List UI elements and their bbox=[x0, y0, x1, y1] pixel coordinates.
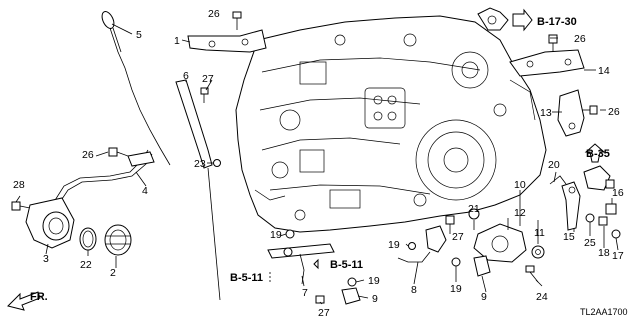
arrow-b-5-11-center bbox=[313, 258, 319, 270]
bolt-26-right[interactable] bbox=[582, 105, 598, 115]
transmission-housing bbox=[235, 15, 547, 233]
callout-7[interactable]: 7 bbox=[302, 287, 308, 299]
ref-label-b-5-11-center[interactable]: B-5-11 bbox=[330, 259, 363, 271]
bolt-26-upper-right[interactable] bbox=[548, 34, 558, 52]
washer-21[interactable] bbox=[468, 208, 480, 220]
callout-9-right[interactable]: 9 bbox=[481, 291, 487, 303]
callout-26-left[interactable]: 26 bbox=[82, 149, 94, 161]
filter-housing[interactable] bbox=[25, 197, 75, 249]
ref-label-b-17-30[interactable]: B-17-30 bbox=[537, 16, 577, 28]
pipe-7[interactable] bbox=[267, 243, 335, 285]
callout-10[interactable]: 10 bbox=[514, 179, 526, 191]
callout-27-bottom[interactable]: 27 bbox=[318, 307, 330, 319]
callout-26-upper-right[interactable]: 26 bbox=[574, 33, 586, 45]
washer-25[interactable] bbox=[585, 213, 595, 223]
clip-16[interactable] bbox=[605, 203, 617, 215]
arrow-b-17-30 bbox=[512, 8, 533, 32]
callout-19-left[interactable]: 19 bbox=[270, 229, 282, 241]
callout-24[interactable]: 24 bbox=[536, 291, 548, 303]
bolt-24[interactable] bbox=[525, 265, 539, 283]
lever-15[interactable] bbox=[561, 181, 581, 231]
plug-9-right[interactable] bbox=[473, 255, 491, 277]
callout-15[interactable]: 15 bbox=[563, 231, 575, 243]
callout-13[interactable]: 13 bbox=[540, 107, 552, 119]
dipstick[interactable] bbox=[100, 10, 171, 166]
bolt-26-top[interactable] bbox=[232, 11, 242, 30]
washer-19-left[interactable] bbox=[285, 229, 295, 239]
callout-26-top[interactable]: 26 bbox=[208, 8, 220, 20]
washer-23[interactable] bbox=[213, 159, 221, 167]
bolt-26-left[interactable] bbox=[108, 147, 129, 157]
leader-lines bbox=[15, 23, 619, 305]
clip-b-17-30[interactable] bbox=[477, 7, 509, 31]
ref-label-b-35[interactable]: B-35 bbox=[586, 148, 610, 160]
plug-9-bottom[interactable] bbox=[341, 287, 361, 305]
callout-21[interactable]: 21 bbox=[468, 203, 480, 215]
callout-5[interactable]: 5 bbox=[136, 29, 142, 41]
callout-26-right[interactable]: 26 bbox=[608, 106, 620, 118]
ref-label-b-5-11-left[interactable]: B-5-11 bbox=[230, 272, 263, 284]
pin-20[interactable] bbox=[549, 175, 567, 185]
callout-3[interactable]: 3 bbox=[43, 253, 49, 265]
diagram-code: TL2AA1700 bbox=[580, 307, 628, 317]
o-ring[interactable] bbox=[79, 227, 97, 251]
washer-19-low[interactable] bbox=[347, 277, 357, 287]
callout-9-bottom[interactable]: 9 bbox=[372, 293, 378, 305]
callout-6[interactable]: 6 bbox=[183, 70, 189, 82]
callout-18[interactable]: 18 bbox=[598, 247, 610, 259]
callout-27-left[interactable]: 27 bbox=[202, 73, 214, 85]
nut-18[interactable] bbox=[598, 216, 608, 226]
bolt-27-bottom[interactable] bbox=[315, 295, 325, 304]
bracket-8[interactable] bbox=[397, 225, 447, 263]
bolt-28[interactable] bbox=[11, 201, 31, 211]
nut-11[interactable] bbox=[531, 245, 545, 259]
callout-25[interactable]: 25 bbox=[584, 237, 596, 249]
washer-19-center[interactable] bbox=[408, 242, 416, 250]
callout-4[interactable]: 4 bbox=[142, 185, 148, 197]
callout-19-low[interactable]: 19 bbox=[368, 275, 380, 287]
filter-cartridge[interactable] bbox=[104, 224, 132, 256]
callout-19-center[interactable]: 19 bbox=[388, 239, 400, 251]
callout-8[interactable]: 8 bbox=[411, 284, 417, 296]
pipe-assembly-4[interactable] bbox=[51, 149, 155, 209]
washer-17[interactable] bbox=[611, 229, 621, 239]
callout-28[interactable]: 28 bbox=[13, 179, 25, 191]
callout-16[interactable]: 16 bbox=[612, 187, 624, 199]
callout-19-right[interactable]: 19 bbox=[450, 283, 462, 295]
bolt-27-center[interactable] bbox=[445, 215, 455, 225]
callout-12[interactable]: 12 bbox=[514, 207, 526, 219]
arrow-b-35 bbox=[584, 143, 606, 163]
bracket-1[interactable] bbox=[187, 29, 267, 53]
callout-1[interactable]: 1 bbox=[174, 35, 180, 47]
callout-22[interactable]: 22 bbox=[80, 259, 92, 271]
reference-lines bbox=[207, 167, 271, 301]
range-switch-12[interactable] bbox=[473, 223, 527, 263]
callout-27-center[interactable]: 27 bbox=[452, 231, 464, 243]
callout-numbers: 1 2 3 4 5 6 7 8 9 9 10 11 12 13 14 15 16… bbox=[13, 8, 624, 319]
front-label: FR. bbox=[30, 291, 48, 303]
bracket-14[interactable] bbox=[509, 49, 585, 77]
callout-2[interactable]: 2 bbox=[110, 267, 116, 279]
front-direction-arrow bbox=[7, 291, 41, 311]
callout-20[interactable]: 20 bbox=[548, 159, 560, 171]
bolt-27-left[interactable] bbox=[200, 87, 209, 103]
callout-23[interactable]: 23 bbox=[194, 158, 206, 170]
callout-17[interactable]: 17 bbox=[612, 250, 624, 262]
bracket-13[interactable] bbox=[557, 89, 585, 137]
washer-19-center-low[interactable] bbox=[451, 257, 461, 267]
callout-14[interactable]: 14 bbox=[598, 65, 610, 77]
clip-b-35[interactable] bbox=[583, 165, 615, 191]
callout-11[interactable]: 11 bbox=[534, 227, 545, 239]
